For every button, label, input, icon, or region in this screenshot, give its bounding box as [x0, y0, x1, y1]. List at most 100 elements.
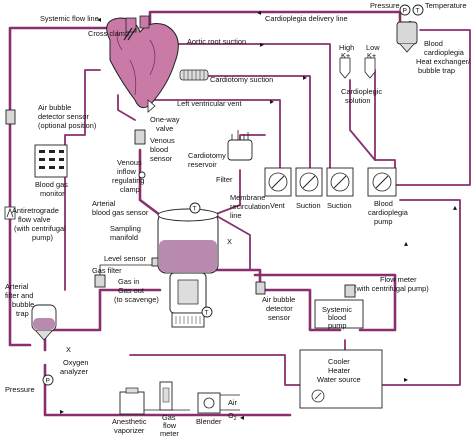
pump-return-line — [253, 273, 397, 332]
label-gas-in: Gas in — [118, 277, 139, 286]
label-k-plus-low: K+ — [367, 51, 376, 60]
label-gas-filter: Gas filter — [92, 266, 122, 275]
temperature-gauge-icon: T — [412, 4, 424, 16]
cardioplegia-delivery-line — [148, 10, 402, 26]
label-arv-1: Antiretrograde — [12, 206, 59, 215]
label-abgs-2: blood gas sensor — [92, 208, 149, 217]
label-bchx-4: bubble trap — [418, 66, 455, 75]
label-vic-4: clamp — [120, 185, 140, 194]
label-cross-clamp: Cross clamp — [88, 29, 129, 38]
label-low-k: Low — [366, 43, 380, 52]
oxygenator-reservoir — [157, 208, 219, 328]
label-av-2: vaporizer — [114, 426, 145, 435]
label-af-3: bubble — [12, 300, 34, 309]
blood-gas-monitor — [34, 144, 68, 178]
systemic-blood-pump — [314, 299, 364, 329]
label-pressure-top: Pressure — [370, 1, 400, 10]
label-one-way-valve-1: One-way — [150, 115, 180, 124]
label-bchx-3: Heat exchanger/ — [416, 57, 471, 66]
label-bcp-3: pump — [374, 217, 393, 226]
low-k-bag-icon — [364, 57, 376, 79]
label-filter: Filter — [216, 175, 233, 184]
label-temperature: Temperature — [425, 1, 467, 10]
label-abs-opt-2: detector sensor — [38, 112, 89, 121]
label-af-1: Arterial — [5, 282, 29, 291]
x-mark-1: X — [227, 237, 232, 246]
label-vbs-3: sensor — [150, 154, 173, 163]
arrow-right-4: ▸ — [404, 375, 408, 384]
label-abgs-1: Arterial — [92, 199, 116, 208]
arrow-right-2: ▸ — [303, 73, 307, 82]
label-systemic-flow-line: Systemic flow line — [40, 14, 99, 23]
label-cp-solution-2: solution — [345, 96, 370, 105]
label-flow-meter-2: (with centrifugal pump) — [354, 284, 429, 293]
label-abs-2: detector — [266, 304, 293, 313]
label-mrl-2: recirculation — [230, 202, 270, 211]
label-cardioplegia-delivery-line: Cardioplegia delivery line — [265, 14, 348, 23]
gas-flow-meter — [159, 381, 173, 411]
aortic-root-suction-line — [149, 43, 331, 171]
arrow-left-2: ◂ — [257, 8, 261, 17]
arrow-left-1: ◂ — [97, 15, 101, 24]
label-gas-out-1: Gas out — [118, 286, 144, 295]
label-o2: O2 — [228, 411, 237, 422]
label-sm-1: Sampling — [110, 224, 141, 233]
label-oa-2: analyzer — [60, 367, 88, 376]
venous-blood-sensor — [134, 129, 146, 145]
label-bchx-1: Blood — [424, 39, 443, 48]
label-mrl-1: Membrane — [230, 193, 265, 202]
label-vbs-2: blood — [150, 145, 168, 154]
label-arv-3: (with centrifugal — [14, 224, 66, 233]
label-vic-3: regulating — [112, 176, 144, 185]
label-air: Air — [228, 398, 238, 407]
label-cp-solution-1: Cardioplegic — [341, 87, 382, 96]
label-gas-out-2: (to scavenge) — [114, 295, 159, 304]
arrow-right-5: ▸ — [60, 407, 64, 416]
label-gfm-1: Gas — [162, 413, 176, 422]
label-sbp-1: Systemic — [322, 305, 352, 314]
gas-filter — [94, 274, 106, 288]
pressure-gauge-bottom-icon: P — [42, 374, 54, 386]
label-suction-2: Suction — [327, 201, 352, 210]
pressure-gauge-icon: P — [399, 4, 411, 16]
label-vic-1: Venous — [117, 158, 142, 167]
label-ch-3: Water source — [317, 375, 361, 384]
air-bubble-sensor-optional — [5, 109, 16, 125]
label-aortic-root-suction: Aortic root suction — [187, 37, 246, 46]
t-glyph: T — [416, 8, 420, 15]
label-af-4: trap — [16, 309, 29, 318]
arterial-filter — [31, 304, 57, 341]
label-gfm-3: meter — [160, 429, 179, 438]
one-way-valve-icon — [147, 99, 156, 113]
label-abs-opt-1: Air bubble — [38, 103, 71, 112]
label-pressure-bottom: Pressure — [5, 385, 35, 394]
level-sensor — [151, 257, 159, 267]
oxygenator-temp-icon: T — [189, 202, 201, 214]
high-k-bag-icon — [339, 57, 351, 79]
t-glyph-outlet: T — [205, 310, 209, 317]
o2-main: O — [228, 411, 234, 420]
label-suction-1: Suction — [296, 201, 321, 210]
flow-arrows: ◂ ◂ ▸ ▸ ▸ ▴ ▴ ▸ ▸ ◂ — [60, 8, 457, 422]
suction-pump-2 — [326, 167, 354, 197]
labels: Systemic flow line Cardioplegia delivery… — [5, 1, 471, 438]
label-cardiotomy-suction: Cardiotomy suction — [210, 75, 273, 84]
label-sm-2: manifold — [110, 233, 138, 242]
label-ch-1: Cooler — [328, 357, 350, 366]
arrow-right-1: ▸ — [260, 40, 264, 49]
air-bubble-sensor — [255, 281, 266, 295]
label-bgm-2: monitor — [40, 189, 65, 198]
anesthetic-vaporizer — [119, 387, 145, 415]
membrane-recirculation-line — [214, 214, 251, 271]
suction-pump-1 — [295, 167, 323, 197]
label-av-1: Anesthetic — [112, 417, 147, 426]
label-bcp-2: cardioplegia — [368, 208, 409, 217]
label-blender: Blender — [196, 417, 222, 426]
vent-pump — [264, 167, 292, 197]
cp-solution-line — [349, 79, 376, 161]
venous-line-short — [117, 94, 136, 121]
label-ch-2: Heater — [328, 366, 351, 375]
outlet-temp-icon: T — [201, 306, 213, 318]
cardiotomy-reservoir — [227, 130, 253, 161]
label-vic-2: inflow — [117, 167, 137, 176]
